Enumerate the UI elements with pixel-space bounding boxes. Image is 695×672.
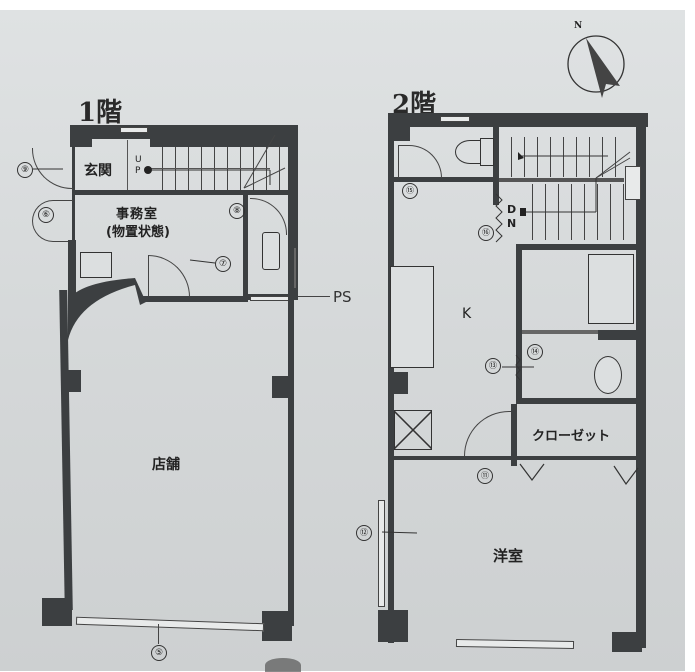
stair-top-wall [150, 125, 298, 147]
compass: N [562, 22, 632, 98]
stairs-down-label: D N [507, 203, 517, 230]
marker-5: ⑤ [151, 645, 167, 661]
western-room-side-window [378, 500, 385, 607]
closet-door-markers [519, 463, 639, 486]
stair-down-arrow [495, 151, 631, 243]
bathtub [588, 254, 634, 324]
marker-13: ⑬ [485, 358, 501, 374]
wc-tank [480, 138, 494, 166]
kitchen-counter [390, 266, 434, 368]
marker-12-arrow [381, 531, 418, 534]
floor1-staircase [150, 147, 288, 191]
marker-6: ⑥ [38, 207, 54, 223]
north-arrow-icon [567, 35, 625, 98]
room-office-label: 事務室 [116, 207, 159, 222]
ps-label: PS [333, 288, 352, 306]
wc-window [440, 116, 470, 122]
floor1-title: 1階 [78, 98, 123, 128]
room-closet-label: クローゼット [532, 429, 611, 444]
marker-7-arrow [189, 259, 216, 264]
room-western-label: 洋室 [493, 547, 524, 565]
stair-direction-arrow [144, 134, 286, 189]
office-sink [80, 252, 112, 278]
wash-basin [594, 356, 622, 394]
compass-north-label: N [574, 21, 583, 31]
marker-7: ⑦ [215, 256, 231, 272]
room-office-note: (物置状態) [106, 225, 170, 240]
washroom-door-arrow [502, 354, 534, 381]
photo-shadow [265, 658, 301, 672]
room-kitchen-label: K [462, 306, 472, 322]
storage-unit [394, 410, 432, 450]
marker-11: ⑪ [477, 468, 493, 484]
shop-curved-wall [68, 278, 146, 340]
marker-9: ⑨ [17, 162, 33, 178]
marker-12: ⑫ [356, 525, 372, 541]
office-side-door [32, 200, 73, 242]
marker-15: ⑮ [402, 183, 418, 199]
marker-9-arrow [33, 168, 63, 170]
stair-window [625, 166, 641, 200]
marker-8: ⑧ [229, 203, 245, 219]
shop-right-wall [288, 296, 294, 626]
floor2-right-wall [636, 113, 646, 648]
ps-duct [250, 296, 292, 301]
stairs-up-label: U P [135, 155, 142, 176]
room-entrance-label: 玄関 [84, 163, 112, 179]
marker-14: ⑭ [527, 344, 543, 360]
room-shop-label: 店舗 [152, 457, 180, 473]
toilet-fixture [262, 232, 280, 270]
marker-16: ⑯ [478, 225, 494, 241]
entrance-window [120, 127, 148, 133]
